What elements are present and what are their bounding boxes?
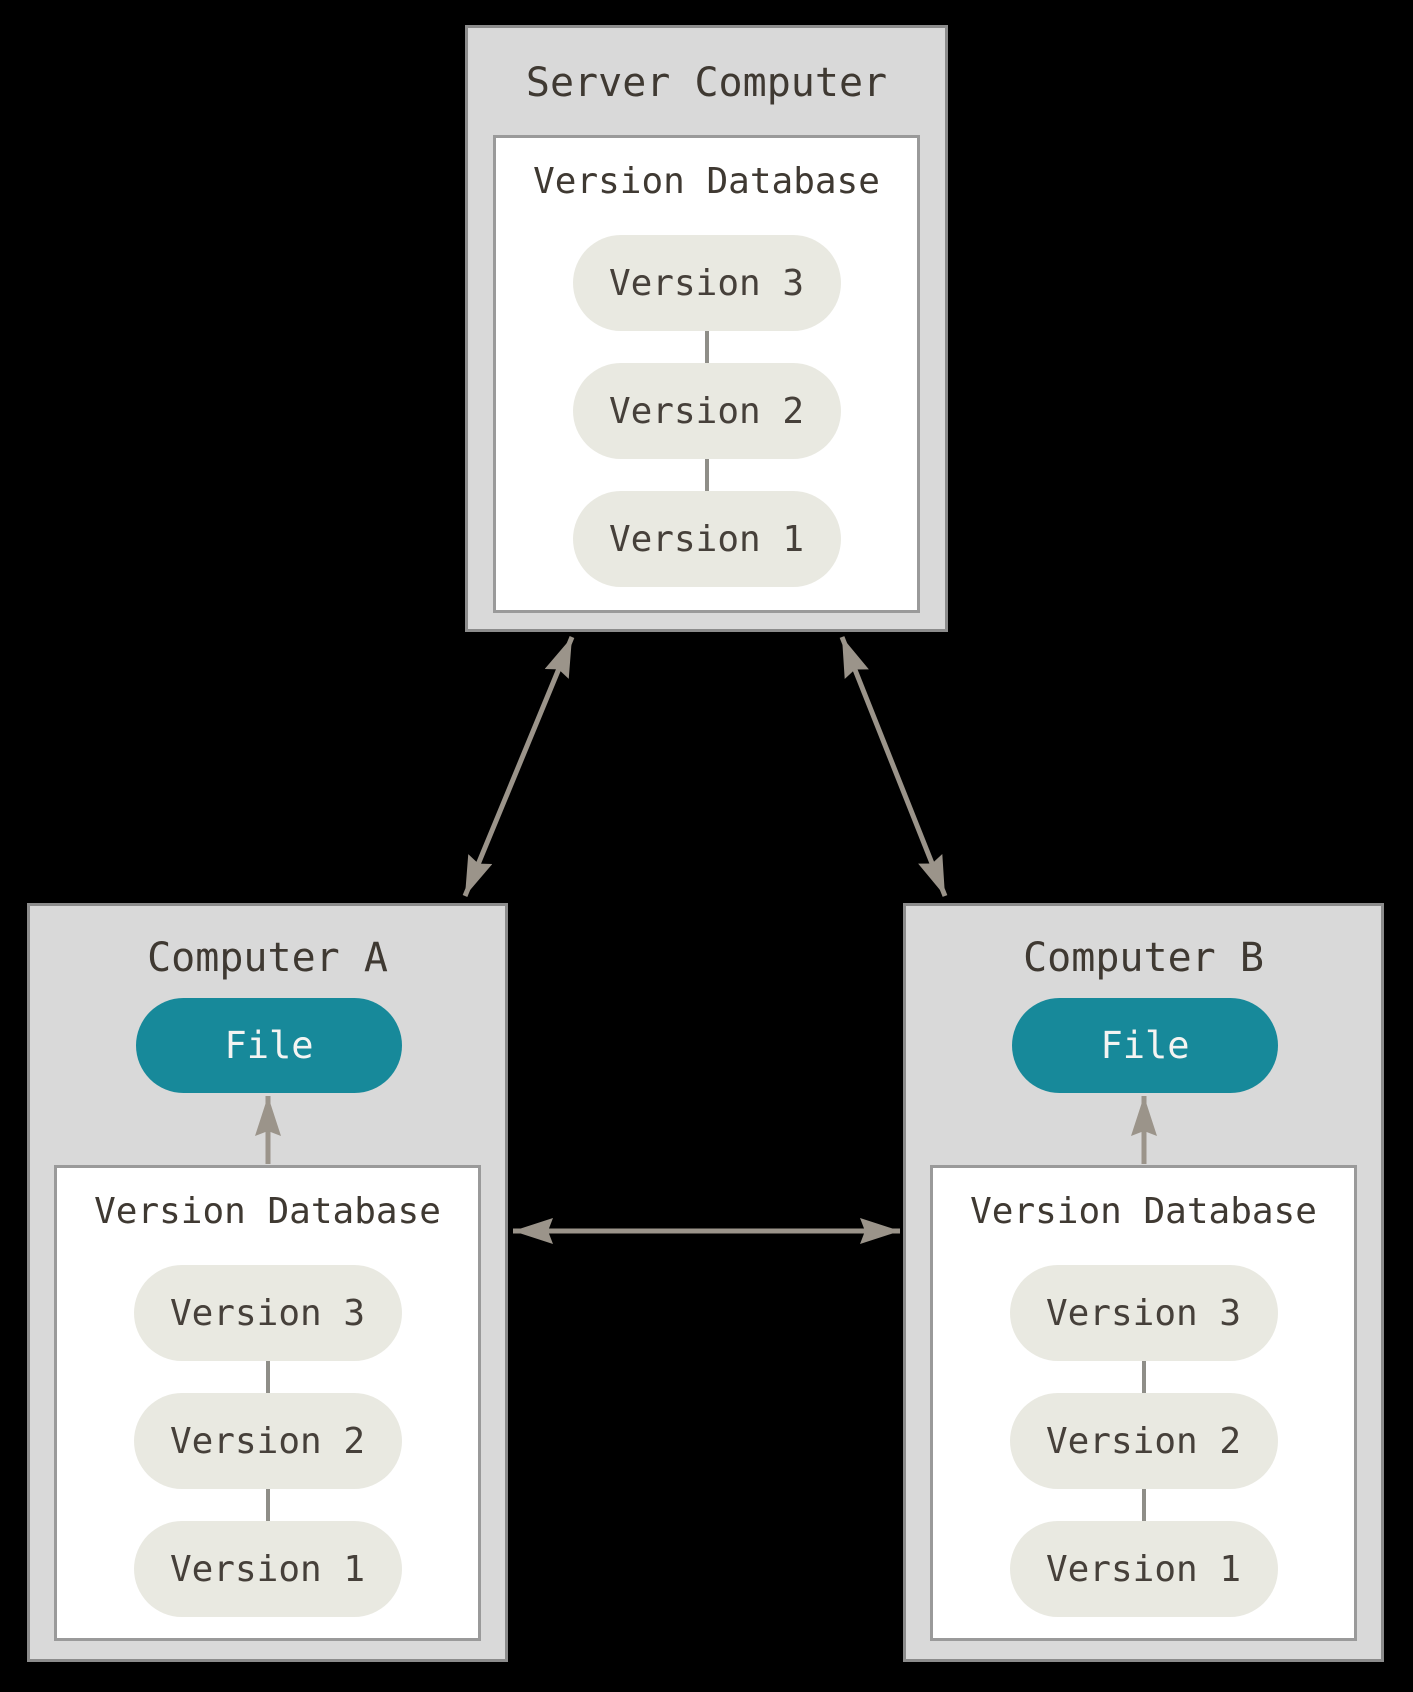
computer-a-version-stack: Version 3 Version 2 Version 1 bbox=[57, 1265, 478, 1617]
version-link-line bbox=[704, 459, 709, 491]
computer-a-file-pill: File bbox=[136, 998, 402, 1093]
version-pill: Version 1 bbox=[133, 1521, 402, 1617]
version-pill: Version 2 bbox=[572, 363, 841, 459]
version-link-line bbox=[265, 1361, 270, 1393]
server-computer-box: Server Computer Version Database Version… bbox=[465, 25, 948, 632]
version-pill: Version 2 bbox=[1009, 1393, 1278, 1489]
computer-a-box: Computer A File Version Database Version… bbox=[27, 903, 508, 1662]
sync-arrow-server-computer-b bbox=[839, 636, 948, 897]
sync-arrow-server-computer-a bbox=[462, 636, 575, 897]
computer-b-file-pill: File bbox=[1012, 998, 1278, 1093]
server-computer-title: Server Computer bbox=[525, 60, 888, 106]
server-version-stack: Version 3 Version 2 Version 1 bbox=[496, 235, 917, 587]
server-version-database-title: Version Database bbox=[533, 161, 880, 202]
version-pill: Version 2 bbox=[133, 1393, 402, 1489]
version-link-line bbox=[265, 1489, 270, 1521]
version-pill: Version 3 bbox=[1009, 1265, 1278, 1361]
version-pill: Version 3 bbox=[133, 1265, 402, 1361]
computer-b-version-database-title: Version Database bbox=[970, 1191, 1317, 1232]
computer-a-version-database-title: Version Database bbox=[94, 1191, 441, 1232]
computer-a-title: Computer A bbox=[147, 935, 388, 981]
computer-b-title: Computer B bbox=[1023, 935, 1264, 981]
version-pill: Version 3 bbox=[572, 235, 841, 331]
computer-b-version-stack: Version 3 Version 2 Version 1 bbox=[933, 1265, 1354, 1617]
version-link-line bbox=[1141, 1489, 1146, 1521]
version-link-line bbox=[704, 331, 709, 363]
version-pill: Version 1 bbox=[572, 491, 841, 587]
version-link-line bbox=[1141, 1361, 1146, 1393]
version-pill: Version 1 bbox=[1009, 1521, 1278, 1617]
computer-b-box: Computer B File Version Database Version… bbox=[903, 903, 1384, 1662]
